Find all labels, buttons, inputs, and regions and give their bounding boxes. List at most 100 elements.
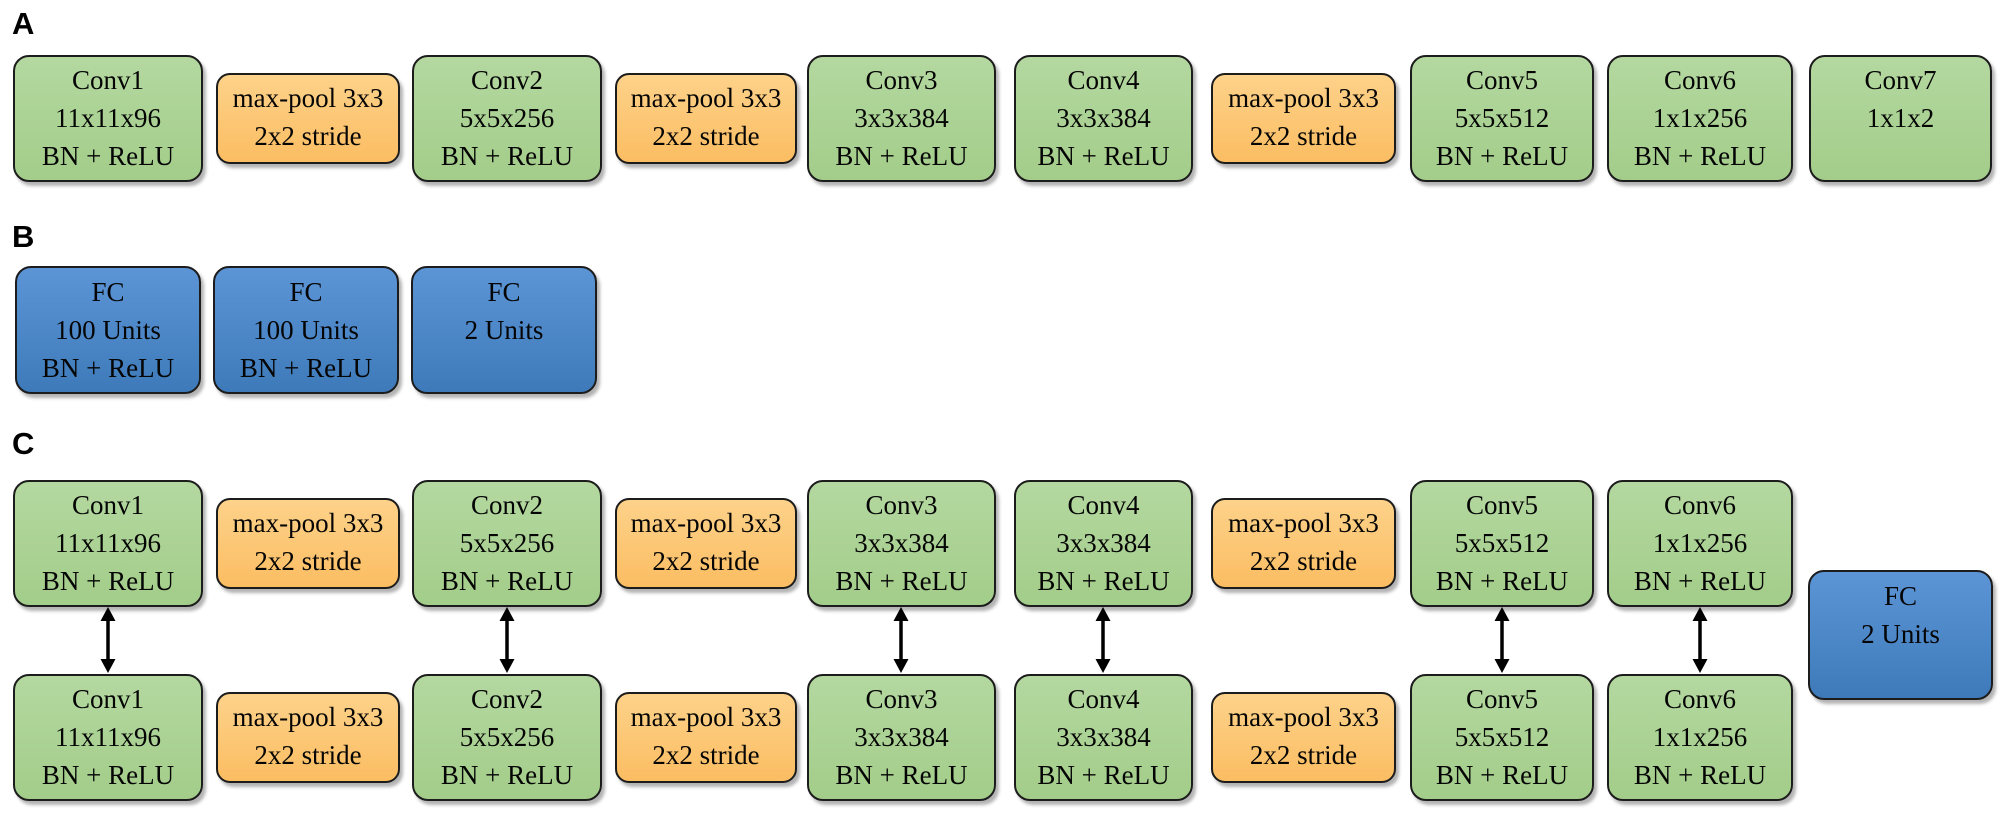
conv1-top-box: Conv1 11x11x96 BN + ReLU (13, 480, 203, 607)
fc2-box: FC 100 Units BN + ReLU (213, 266, 399, 394)
layer-name: Conv3 (865, 490, 938, 520)
layer-activation: BN + ReLU (835, 760, 968, 790)
layer-name: Conv3 (865, 65, 938, 95)
layer-params: 1x1x256 (1652, 722, 1748, 752)
layer-params: 11x11x96 (55, 103, 161, 133)
layer-activation: BN + ReLU (1435, 141, 1569, 171)
layer-name: FC (487, 277, 521, 307)
pool-stride: 2x2 stride (652, 121, 760, 151)
layer-name: Conv4 (1067, 490, 1140, 520)
layer-activation: BN + ReLU (41, 353, 175, 383)
conv2-box: Conv2 5x5x256 BN + ReLU (412, 55, 602, 182)
layer-activation: BN + ReLU (835, 566, 968, 596)
conv4-bottom-box: Conv4 3x3x384 BN + ReLU (1014, 674, 1193, 801)
layer-params: 1x1x2 (1866, 103, 1935, 133)
conv3-bottom-box: Conv3 3x3x384 BN + ReLU (807, 674, 996, 801)
layer-params: 5x5x256 (459, 103, 555, 133)
pool-stride: 2x2 stride (652, 740, 760, 770)
layer-params: 11x11x96 (55, 722, 161, 752)
maxpool2-bottom-box: max-pool 3x3 2x2 stride (615, 692, 797, 783)
pool-stride: 2x2 stride (254, 121, 362, 151)
layer-params: 3x3x384 (1056, 722, 1151, 752)
layer-name: Conv2 (470, 65, 543, 95)
layer-activation: BN + ReLU (1435, 566, 1569, 596)
layer-name: Conv7 (1864, 65, 1937, 95)
pool-stride: 2x2 stride (1249, 121, 1358, 151)
conv2-top-box: Conv2 5x5x256 BN + ReLU (412, 480, 602, 607)
pool-name: max-pool 3x3 (1228, 702, 1379, 732)
conv5-box: Conv5 5x5x512 BN + ReLU (1410, 55, 1594, 182)
conv7-box: Conv7 1x1x2 (1809, 55, 1992, 182)
layer-activation: BN + ReLU (41, 566, 175, 596)
pool-name: max-pool 3x3 (232, 508, 384, 538)
bidirectional-arrow (1494, 607, 1510, 673)
layer-params: 3x3x384 (1056, 103, 1151, 133)
conv2-bottom-box: Conv2 5x5x256 BN + ReLU (412, 674, 602, 801)
layer-activation: BN + ReLU (440, 141, 574, 171)
layer-params: 3x3x384 (1056, 528, 1151, 558)
layer-name: Conv6 (1663, 684, 1736, 714)
conv6-box: Conv6 1x1x256 BN + ReLU (1607, 55, 1793, 182)
layer-name: Conv5 (1465, 490, 1538, 520)
maxpool2-top-box: max-pool 3x3 2x2 stride (615, 498, 797, 589)
pool-stride: 2x2 stride (1249, 546, 1358, 576)
fc3-box: FC 2 Units (411, 266, 597, 394)
layer-name: Conv1 (71, 684, 144, 714)
conv1-bottom-box: Conv1 11x11x96 BN + ReLU (13, 674, 203, 801)
maxpool1-box: max-pool 3x3 2x2 stride (216, 73, 400, 164)
pool-stride: 2x2 stride (1249, 740, 1358, 770)
layer-activation: BN + ReLU (1435, 760, 1569, 790)
conv3-box: Conv3 3x3x384 BN + ReLU (807, 55, 996, 182)
panel-a-label: A (12, 6, 35, 41)
conv4-top-box: Conv4 3x3x384 BN + ReLU (1014, 480, 1193, 607)
conv1-box: Conv1 11x11x96 BN + ReLU (13, 55, 203, 182)
maxpool3-bottom-box: max-pool 3x3 2x2 stride (1211, 692, 1396, 783)
layer-name: Conv1 (71, 490, 144, 520)
pool-stride: 2x2 stride (254, 740, 362, 770)
pool-name: max-pool 3x3 (630, 508, 782, 538)
conv5-bottom-box: Conv5 5x5x512 BN + ReLU (1410, 674, 1594, 801)
layer-name: Conv2 (470, 684, 543, 714)
maxpool1-bottom-box: max-pool 3x3 2x2 stride (216, 692, 400, 783)
bidirectional-arrow (1095, 607, 1111, 673)
maxpool3-top-box: max-pool 3x3 2x2 stride (1211, 498, 1396, 589)
layer-activation: BN + ReLU (440, 566, 574, 596)
layer-params: 3x3x384 (854, 528, 949, 558)
layer-params: 1x1x256 (1652, 528, 1748, 558)
layer-activation: BN + ReLU (239, 353, 373, 383)
layer-params: 1x1x256 (1652, 103, 1748, 133)
pool-name: max-pool 3x3 (1228, 83, 1379, 113)
pool-stride: 2x2 stride (254, 546, 362, 576)
layer-activation: BN + ReLU (1037, 566, 1170, 596)
layer-name: FC (289, 277, 323, 307)
layer-params: 5x5x512 (1454, 722, 1550, 752)
layer-activation: BN + ReLU (1633, 141, 1767, 171)
conv4-box: Conv4 3x3x384 BN + ReLU (1014, 55, 1193, 182)
pool-stride: 2x2 stride (652, 546, 760, 576)
pool-name: max-pool 3x3 (1228, 508, 1379, 538)
conv3-top-box: Conv3 3x3x384 BN + ReLU (807, 480, 996, 607)
bidirectional-arrow (100, 607, 116, 673)
layer-params: 5x5x512 (1454, 103, 1550, 133)
layer-name: FC (91, 277, 125, 307)
layer-activation: BN + ReLU (41, 141, 175, 171)
layer-name: Conv4 (1067, 65, 1140, 95)
layer-name: Conv2 (470, 490, 543, 520)
layer-name: Conv1 (71, 65, 144, 95)
layer-units: 100 Units (55, 315, 161, 345)
layer-params: 3x3x384 (854, 103, 949, 133)
layer-activation: BN + ReLU (1633, 760, 1767, 790)
bidirectional-arrow (893, 607, 909, 673)
layer-params: 11x11x96 (55, 528, 161, 558)
layer-units: 100 Units (253, 315, 359, 345)
maxpool2-box: max-pool 3x3 2x2 stride (615, 73, 797, 164)
fc-output-box: FC 2 Units (1808, 570, 1993, 700)
pool-name: max-pool 3x3 (232, 83, 384, 113)
conv6-top-box: Conv6 1x1x256 BN + ReLU (1607, 480, 1793, 607)
layer-params: 5x5x512 (1454, 528, 1550, 558)
layer-params: 3x3x384 (854, 722, 949, 752)
bidirectional-arrow (499, 607, 515, 673)
layer-params: 5x5x256 (459, 528, 555, 558)
pool-name: max-pool 3x3 (232, 702, 384, 732)
layer-activation: BN + ReLU (41, 760, 175, 790)
